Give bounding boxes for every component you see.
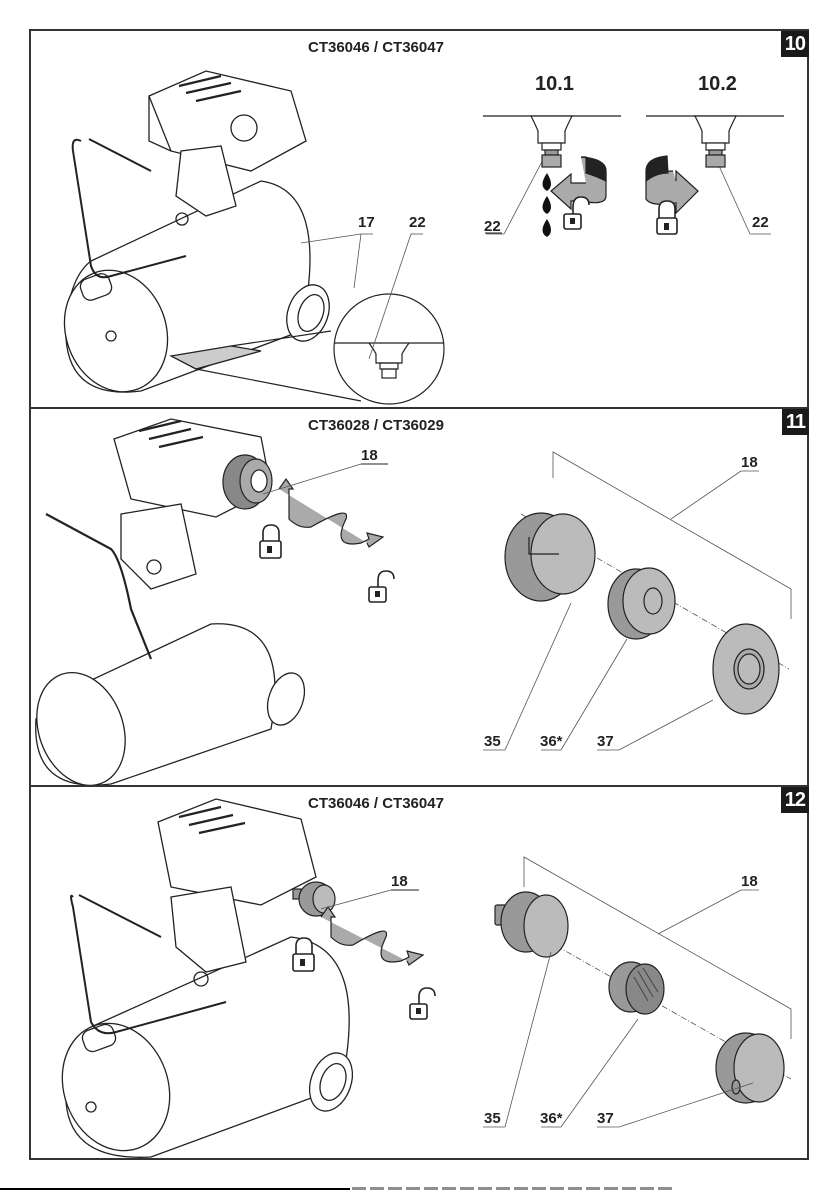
- water-drops-icon: [542, 173, 551, 237]
- magnified-drain-view: [195, 293, 445, 405]
- callout-36: 36*: [540, 733, 563, 750]
- air-filter-ct36046-illustration: 18 18: [61, 798, 792, 1158]
- callout-35: 35: [484, 1110, 501, 1127]
- air-filter-ct36028-illustration: 18 18: [35, 418, 792, 787]
- compressor-drawing: [61, 798, 354, 1158]
- panel-10: 10 CT36046 / CT36047: [31, 31, 809, 407]
- air-filter-cylinder-icon: [292, 881, 336, 917]
- compressor-drawing: [63, 70, 330, 393]
- filter-element-part-36: [608, 961, 665, 1015]
- callout-37: 37: [597, 733, 614, 750]
- compressor-drain-illustration: 17 22 10.1: [63, 70, 784, 405]
- panel-number-badge: 12: [780, 787, 809, 813]
- callout-17: 17: [358, 214, 375, 231]
- air-filter-knurled-icon: [222, 454, 273, 510]
- subfigure-label-10-2: 10.2: [698, 73, 737, 95]
- callout-36: 36*: [540, 1110, 563, 1127]
- panel-title: CT36046 / CT36047: [308, 39, 444, 56]
- unlocked-padlock-icon: [368, 570, 395, 603]
- clockwise-arrow-icon: [645, 155, 699, 215]
- callout-18-exploded: 18: [741, 873, 758, 890]
- footer-cropped-text: [352, 1187, 672, 1190]
- callout-18-exploded: 18: [741, 454, 758, 471]
- panel-number-badge: 11: [781, 409, 809, 435]
- panel-title: CT36046 / CT36047: [308, 795, 444, 812]
- counterclockwise-arrow-icon: [550, 156, 607, 211]
- panel-11: 11 CT36028 / CT36029: [31, 407, 809, 787]
- locked-padlock-icon: [656, 200, 678, 235]
- locked-padlock-icon: [292, 937, 315, 972]
- callout-22-close: 22: [752, 214, 769, 231]
- filter-cap-part-35: [504, 512, 596, 602]
- panel-12: 12 CT36046 / CT36047: [31, 785, 809, 1160]
- subfigure-label-10-1: 10.1: [535, 73, 574, 95]
- callout-22-open: 22: [484, 218, 501, 235]
- locked-padlock-icon: [259, 524, 282, 559]
- drain-valve-icon: [483, 115, 621, 168]
- filter-housing-part-35: [494, 891, 569, 958]
- filter-base-part-37: [712, 623, 780, 715]
- callout-lines: [483, 602, 714, 751]
- panel-title: CT36028 / CT36029: [308, 417, 444, 434]
- callout-18: 18: [391, 873, 408, 890]
- callout-lines: [483, 951, 754, 1128]
- callout-37: 37: [597, 1110, 614, 1127]
- callout-35: 35: [484, 733, 501, 750]
- callout-22: 22: [409, 214, 426, 231]
- instruction-page-frame: 10 CT36046 / CT36047: [29, 29, 809, 1160]
- footer-rule: [0, 1188, 350, 1190]
- panel-number-badge: 10: [780, 31, 809, 57]
- unlocked-padlock-icon: [563, 196, 590, 230]
- filter-sponge-part-36: [607, 567, 676, 640]
- twist-arrow-icon: [320, 905, 425, 966]
- callout-lines: [300, 153, 771, 360]
- drain-valve-icon: [646, 115, 784, 168]
- filter-cover-part-37: [715, 1032, 785, 1104]
- unlocked-padlock-icon: [409, 987, 436, 1020]
- callout-18: 18: [361, 447, 378, 464]
- twist-arrow-icon: [278, 477, 385, 548]
